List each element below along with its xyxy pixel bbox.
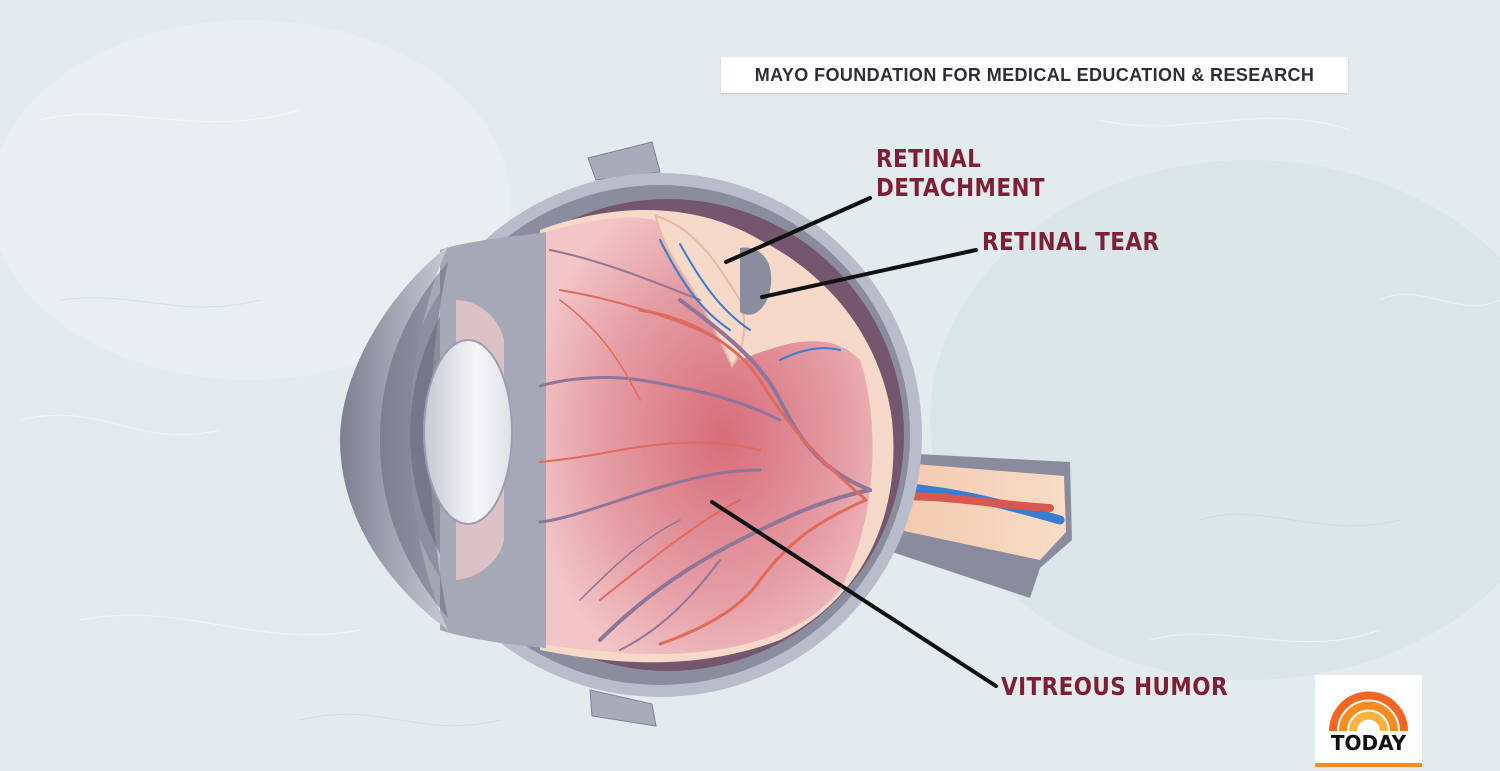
retinal-detachment-label: RETINAL DETACHMENT [876,144,1045,202]
lens [423,339,513,525]
retinal-detachment-label-line1: RETINAL [876,144,982,173]
vitreous-humor-leader [710,500,998,688]
retinal-tear-label: RETINAL TEAR [982,227,1160,256]
leader-lines [710,196,998,688]
vitreous-humor [540,217,873,655]
today-logo-bar [1315,763,1422,767]
today-logo-text: TODAY [1330,731,1407,755]
retinal-tear-leader [760,248,978,299]
today-logo: TODAY [1315,675,1422,767]
vitreous-humor-label: VITREOUS HUMOR [1001,672,1228,701]
blood-vessels [538,239,872,651]
retinal-detachment-leader [724,196,872,264]
retinal-detachment-label-line2: DETACHMENT [876,173,1045,202]
today-sunrise-icon [1329,691,1408,732]
credit-caption: MAYO FOUNDATION FOR MEDICAL EDUCATION & … [721,57,1348,93]
